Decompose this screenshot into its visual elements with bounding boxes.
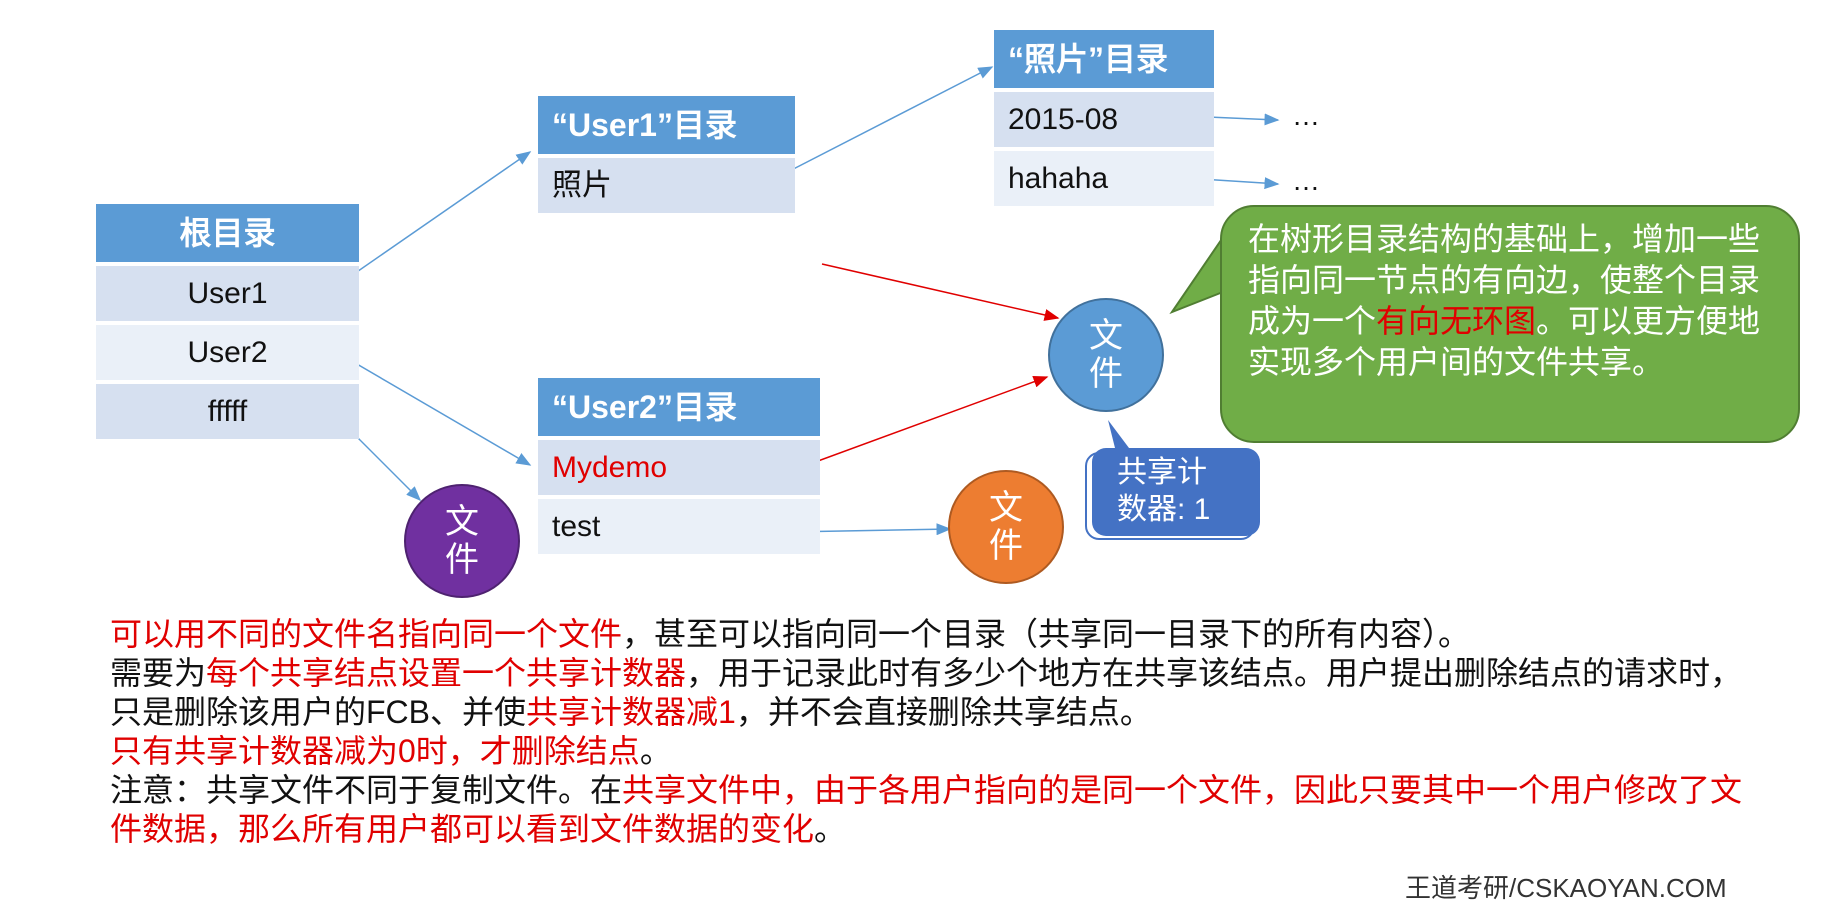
dag-explanation-callout: 在树形目录结构的基础上，增加一些指向同一节点的有向边，使整个目录成为一个有向无环… — [1220, 205, 1800, 443]
arrow-shared-from-photos — [821, 263, 1060, 321]
arrow-user1 — [337, 151, 532, 286]
user1-directory-table: “User1”目录 照片 — [538, 96, 795, 217]
photos-directory-table: “照片”目录 2015-08 hahaha — [994, 30, 1214, 210]
p4-red: 共享文件中，由于各用户指向的是同一个文件，因此只要其中一个用户修改了文件数据，那… — [110, 772, 1743, 847]
paragraph-2: 需要为每个共享结点设置一个共享计数器，用于记录此时有多少个地方在共享该结点。用户… — [110, 654, 1750, 732]
root-row-user1: User1 — [96, 266, 359, 321]
callout-text-1: 在树形目录结构的基础上，增加一些指向同一节点的有向边，使整个目录成为一个 — [1248, 221, 1761, 339]
photos-row-hahaha: hahaha — [994, 151, 1214, 206]
share-counter-box: 共享计 数器: 1 — [1092, 448, 1260, 536]
root-row-fffff: fffff — [96, 384, 359, 439]
p2-red2: 共享计数器减1 — [526, 694, 736, 730]
orange-file-node: 文件 — [948, 470, 1064, 584]
user2-directory-header: “User2”目录 — [538, 378, 820, 436]
orange-file-label: 文件 — [989, 489, 1023, 565]
p4-a: 注意：共享文件不同于复制文件。在 — [110, 772, 623, 808]
arrow-user2 — [337, 352, 532, 466]
p1-rest: ，甚至可以指向同一个目录（共享同一目录下的所有内容）。 — [622, 616, 1471, 652]
user2-row-test: test — [538, 499, 820, 554]
root-directory-table: 根目录 User1 User2 fffff — [96, 204, 359, 443]
shared-file-node: 文件 — [1048, 298, 1164, 412]
p1-red: 可以用不同的文件名指向同一个文件 — [110, 616, 623, 652]
p2-c: ，并不会直接删除共享结点。 — [735, 694, 1152, 730]
callout-highlight: 有向无环图 — [1376, 303, 1537, 339]
ellipsis-2015-08: … — [1292, 100, 1320, 131]
photos-directory-header: “照片”目录 — [994, 30, 1214, 88]
p2-red1: 每个共享结点设置一个共享计数器 — [206, 655, 687, 691]
user2-directory-table: “User2”目录 Mydemo test — [538, 378, 820, 558]
p2-a: 需要为 — [110, 655, 207, 691]
counter-line-1: 共享计 — [1117, 456, 1207, 489]
p3-rest: 。 — [639, 733, 672, 769]
paragraph-3: 只有共享计数器减为0时，才删除结点。 — [110, 732, 1750, 771]
shared-file-label: 文件 — [1089, 317, 1123, 393]
user1-directory-header: “User1”目录 — [538, 96, 795, 154]
counter-tail — [1108, 420, 1132, 452]
user2-row-mydemo: Mydemo — [538, 440, 820, 495]
callout-text-2: 。可以更方便地实现多个用户间的文件共享。 — [1248, 303, 1761, 380]
counter-line-2: 数器: 1 — [1117, 493, 1211, 526]
p4-b: 。 — [814, 811, 847, 847]
footer-brand: 王道考研/CSKAOYAN.COM — [1405, 873, 1727, 903]
p2-b: ，用于记录此时有多少个地方在共享该结点。用户提出删除结点的请求时，只是删除该用户… — [110, 655, 1743, 730]
root-row-user2: User2 — [96, 325, 359, 380]
explanation-text: 可以用不同的文件名指向同一个文件，甚至可以指向同一个目录（共享同一目录下的所有内… — [110, 615, 1750, 849]
purple-file-node: 文件 — [404, 484, 520, 598]
photos-row-2015-08: 2015-08 — [994, 92, 1214, 147]
paragraph-4: 注意：共享文件不同于复制文件。在共享文件中，由于各用户指向的是同一个文件，因此只… — [110, 771, 1750, 849]
p3-red: 只有共享计数器减为0时，才删除结点 — [110, 733, 640, 769]
user1-row-photos: 照片 — [538, 158, 795, 213]
ellipsis-hahaha: … — [1292, 165, 1320, 196]
paragraph-1: 可以用不同的文件名指向同一个文件，甚至可以指向同一个目录（共享同一目录下的所有内… — [110, 615, 1750, 654]
root-directory-header: 根目录 — [96, 204, 359, 262]
purple-file-label: 文件 — [445, 503, 479, 579]
arrow-photos — [771, 66, 994, 181]
arrow-mydemo — [787, 376, 1049, 473]
